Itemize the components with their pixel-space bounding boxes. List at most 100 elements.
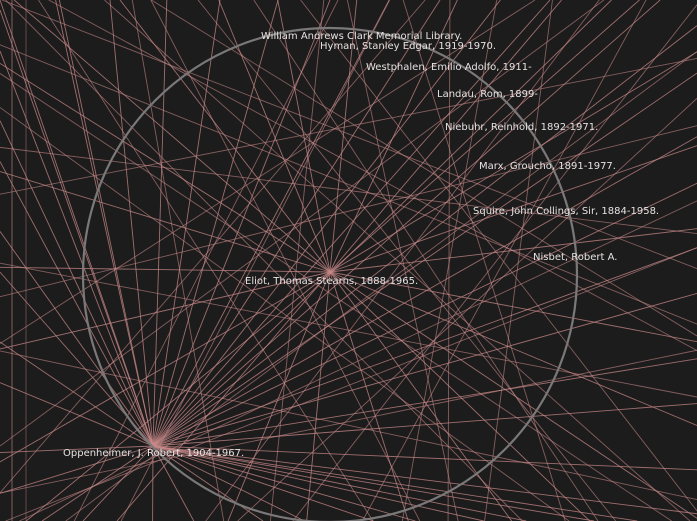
edge-line (329, 145, 697, 273)
node-label-eliot[interactable]: Eliot, Thomas Stearns, 1888-1965. (245, 276, 419, 287)
edge-line (152, 0, 551, 447)
node-label-nisbet[interactable]: Nisbet, Robert A. (533, 252, 618, 263)
edge-line (13, 0, 331, 273)
edge-line (150, 0, 421, 521)
edge-line (82, 445, 154, 521)
edge-line (5, 247, 697, 521)
edge-line (306, 271, 331, 521)
edge-line (151, 0, 697, 337)
edge-line (152, 0, 441, 447)
edge-line (300, 0, 697, 512)
edge-line (152, 182, 697, 447)
edge-line (58, 0, 154, 447)
edge-line (329, 271, 697, 519)
edge-line (0, 120, 154, 447)
edge-line (0, 161, 154, 447)
edge-line (0, 231, 154, 447)
edge-line (116, 271, 331, 521)
edge-line (41, 445, 154, 521)
edge-line (120, 0, 391, 521)
edge-line (152, 247, 697, 447)
edge-line (447, 0, 451, 521)
edge-line (277, 0, 331, 273)
edge-line (401, 0, 498, 521)
edge-line (0, 445, 154, 494)
edge-line (292, 4, 697, 521)
edge-line (0, 125, 697, 298)
edge-line (329, 271, 591, 521)
edge-line (0, 57, 697, 195)
edge-line (0, 0, 426, 494)
edge-line (73, 0, 339, 521)
node-label-landau[interactable]: Landau, Rom, 1899- (437, 89, 538, 100)
edge-line (0, 350, 697, 501)
edge-line (152, 445, 264, 521)
edge-line (152, 445, 374, 521)
node-label-hyman[interactable]: Hyman, Stanley Edgar, 1919-1970. (320, 41, 497, 52)
edge-line (152, 403, 697, 447)
edge-line (55, 0, 154, 447)
edge-line (152, 445, 697, 471)
node-label-oppenheimer[interactable]: Oppenheimer, J. Robert, 1904-1967. (63, 448, 245, 459)
edge-line (253, 0, 599, 521)
edge-line (5, 0, 523, 521)
edge-line (0, 44, 697, 325)
edge-line (152, 0, 221, 447)
edge-line (0, 73, 672, 521)
node-label-marx[interactable]: Marx, Groucho, 1891-1977. (479, 161, 616, 172)
edge-line (152, 445, 697, 515)
edge-line (0, 171, 331, 273)
node-label-westphalen[interactable]: Westphalen, Emilio Adolfo, 1911- (366, 62, 532, 73)
edge-line (0, 146, 697, 235)
edge-line (0, 50, 154, 447)
edge-line (152, 445, 195, 521)
edge-line (152, 445, 527, 521)
edge-line (0, 445, 154, 454)
edge-line (0, 262, 697, 398)
edge-line (19, 200, 697, 521)
edge-line (0, 271, 331, 350)
edge-line (1, 0, 697, 270)
edge-line (152, 0, 612, 447)
edge-line (0, 107, 570, 521)
edge-line (402, 0, 566, 521)
edge-line (329, 271, 697, 343)
edge-line (65, 51, 697, 521)
edge-line (361, 0, 647, 521)
edge-line (197, 0, 617, 521)
edge-line (0, 0, 154, 447)
edge-line (484, 0, 553, 521)
edge-line (0, 349, 697, 494)
node-label-niebuhr[interactable]: Niebuhr, Reinhold, 1892-1971. (445, 122, 599, 133)
edge-line (0, 382, 154, 447)
edge-line (205, 0, 600, 521)
node-label-squire[interactable]: Squire, John Collings, Sir, 1884-1958. (473, 206, 660, 217)
edge-line (152, 136, 697, 447)
edge-line (329, 51, 697, 273)
edge-line (104, 0, 691, 521)
edge-line (0, 341, 154, 447)
edge-line (25, 271, 331, 521)
edge-line (152, 445, 484, 521)
edge-line (270, 0, 325, 521)
edge-line (329, 271, 409, 521)
edge-line (152, 0, 168, 447)
edge-line (152, 292, 697, 447)
edge-line (152, 0, 501, 447)
node-label-clark-library[interactable]: William Andrews Clark Memorial Library. (261, 31, 463, 42)
edge-line (329, 0, 640, 273)
edge-line (152, 445, 638, 521)
layout-circle (81, 26, 579, 521)
edge-line (131, 0, 225, 521)
edge-line (0, 271, 331, 463)
edge-line (48, 0, 697, 351)
edge-line (152, 445, 305, 521)
edge-line (152, 445, 595, 521)
edge-line (329, 271, 697, 426)
edge-line (152, 25, 697, 447)
edge-line (152, 445, 416, 521)
edge-line (152, 0, 661, 447)
edge-line (109, 0, 154, 447)
